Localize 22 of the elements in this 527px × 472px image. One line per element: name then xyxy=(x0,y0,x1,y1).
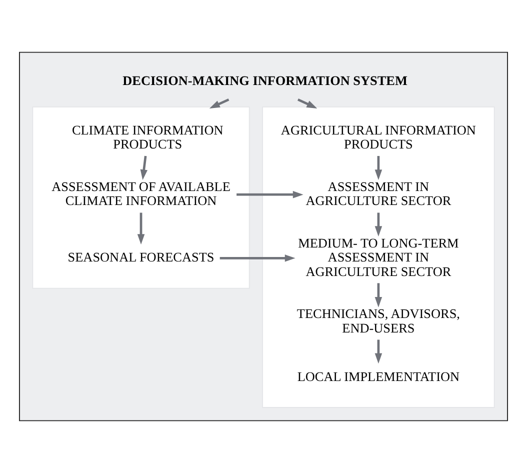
arrow xyxy=(374,282,382,307)
node-text: CLIMATE INFORMATION PRODUCTS xyxy=(72,122,224,152)
node-text: DECISION-MAKING INFORMATION SYSTEM xyxy=(122,72,408,88)
node-text: AGRICULTURAL INFORMATION PRODUCTS xyxy=(280,122,476,152)
arrow xyxy=(297,98,318,108)
node-text: LOCAL IMPLEMENTATION xyxy=(297,368,460,384)
arrow xyxy=(209,98,230,108)
arrow xyxy=(140,155,148,180)
arrow xyxy=(236,190,304,198)
arrow xyxy=(137,212,145,244)
cluster xyxy=(19,51,508,421)
node-text: MEDIUM- TO LONG-TERM ASSESSMENT IN AGRICULTURE SECTOR xyxy=(298,235,459,278)
arrow xyxy=(374,212,382,236)
cluster xyxy=(262,106,495,408)
node-text: ASSESSMENT IN AGRICULTURE SECTOR xyxy=(306,178,452,208)
node-text: ASSESSMENT OF AVAILABLE CLIMATE INFORMATION xyxy=(52,178,230,208)
arrow xyxy=(374,155,382,180)
node-text: TECHNICIANS, ADVISORS, END-USERS xyxy=(296,306,460,335)
cluster xyxy=(32,106,250,288)
arrow xyxy=(374,339,382,364)
node-text: SEASONAL FORECASTS xyxy=(68,249,214,264)
arrow xyxy=(220,254,296,262)
